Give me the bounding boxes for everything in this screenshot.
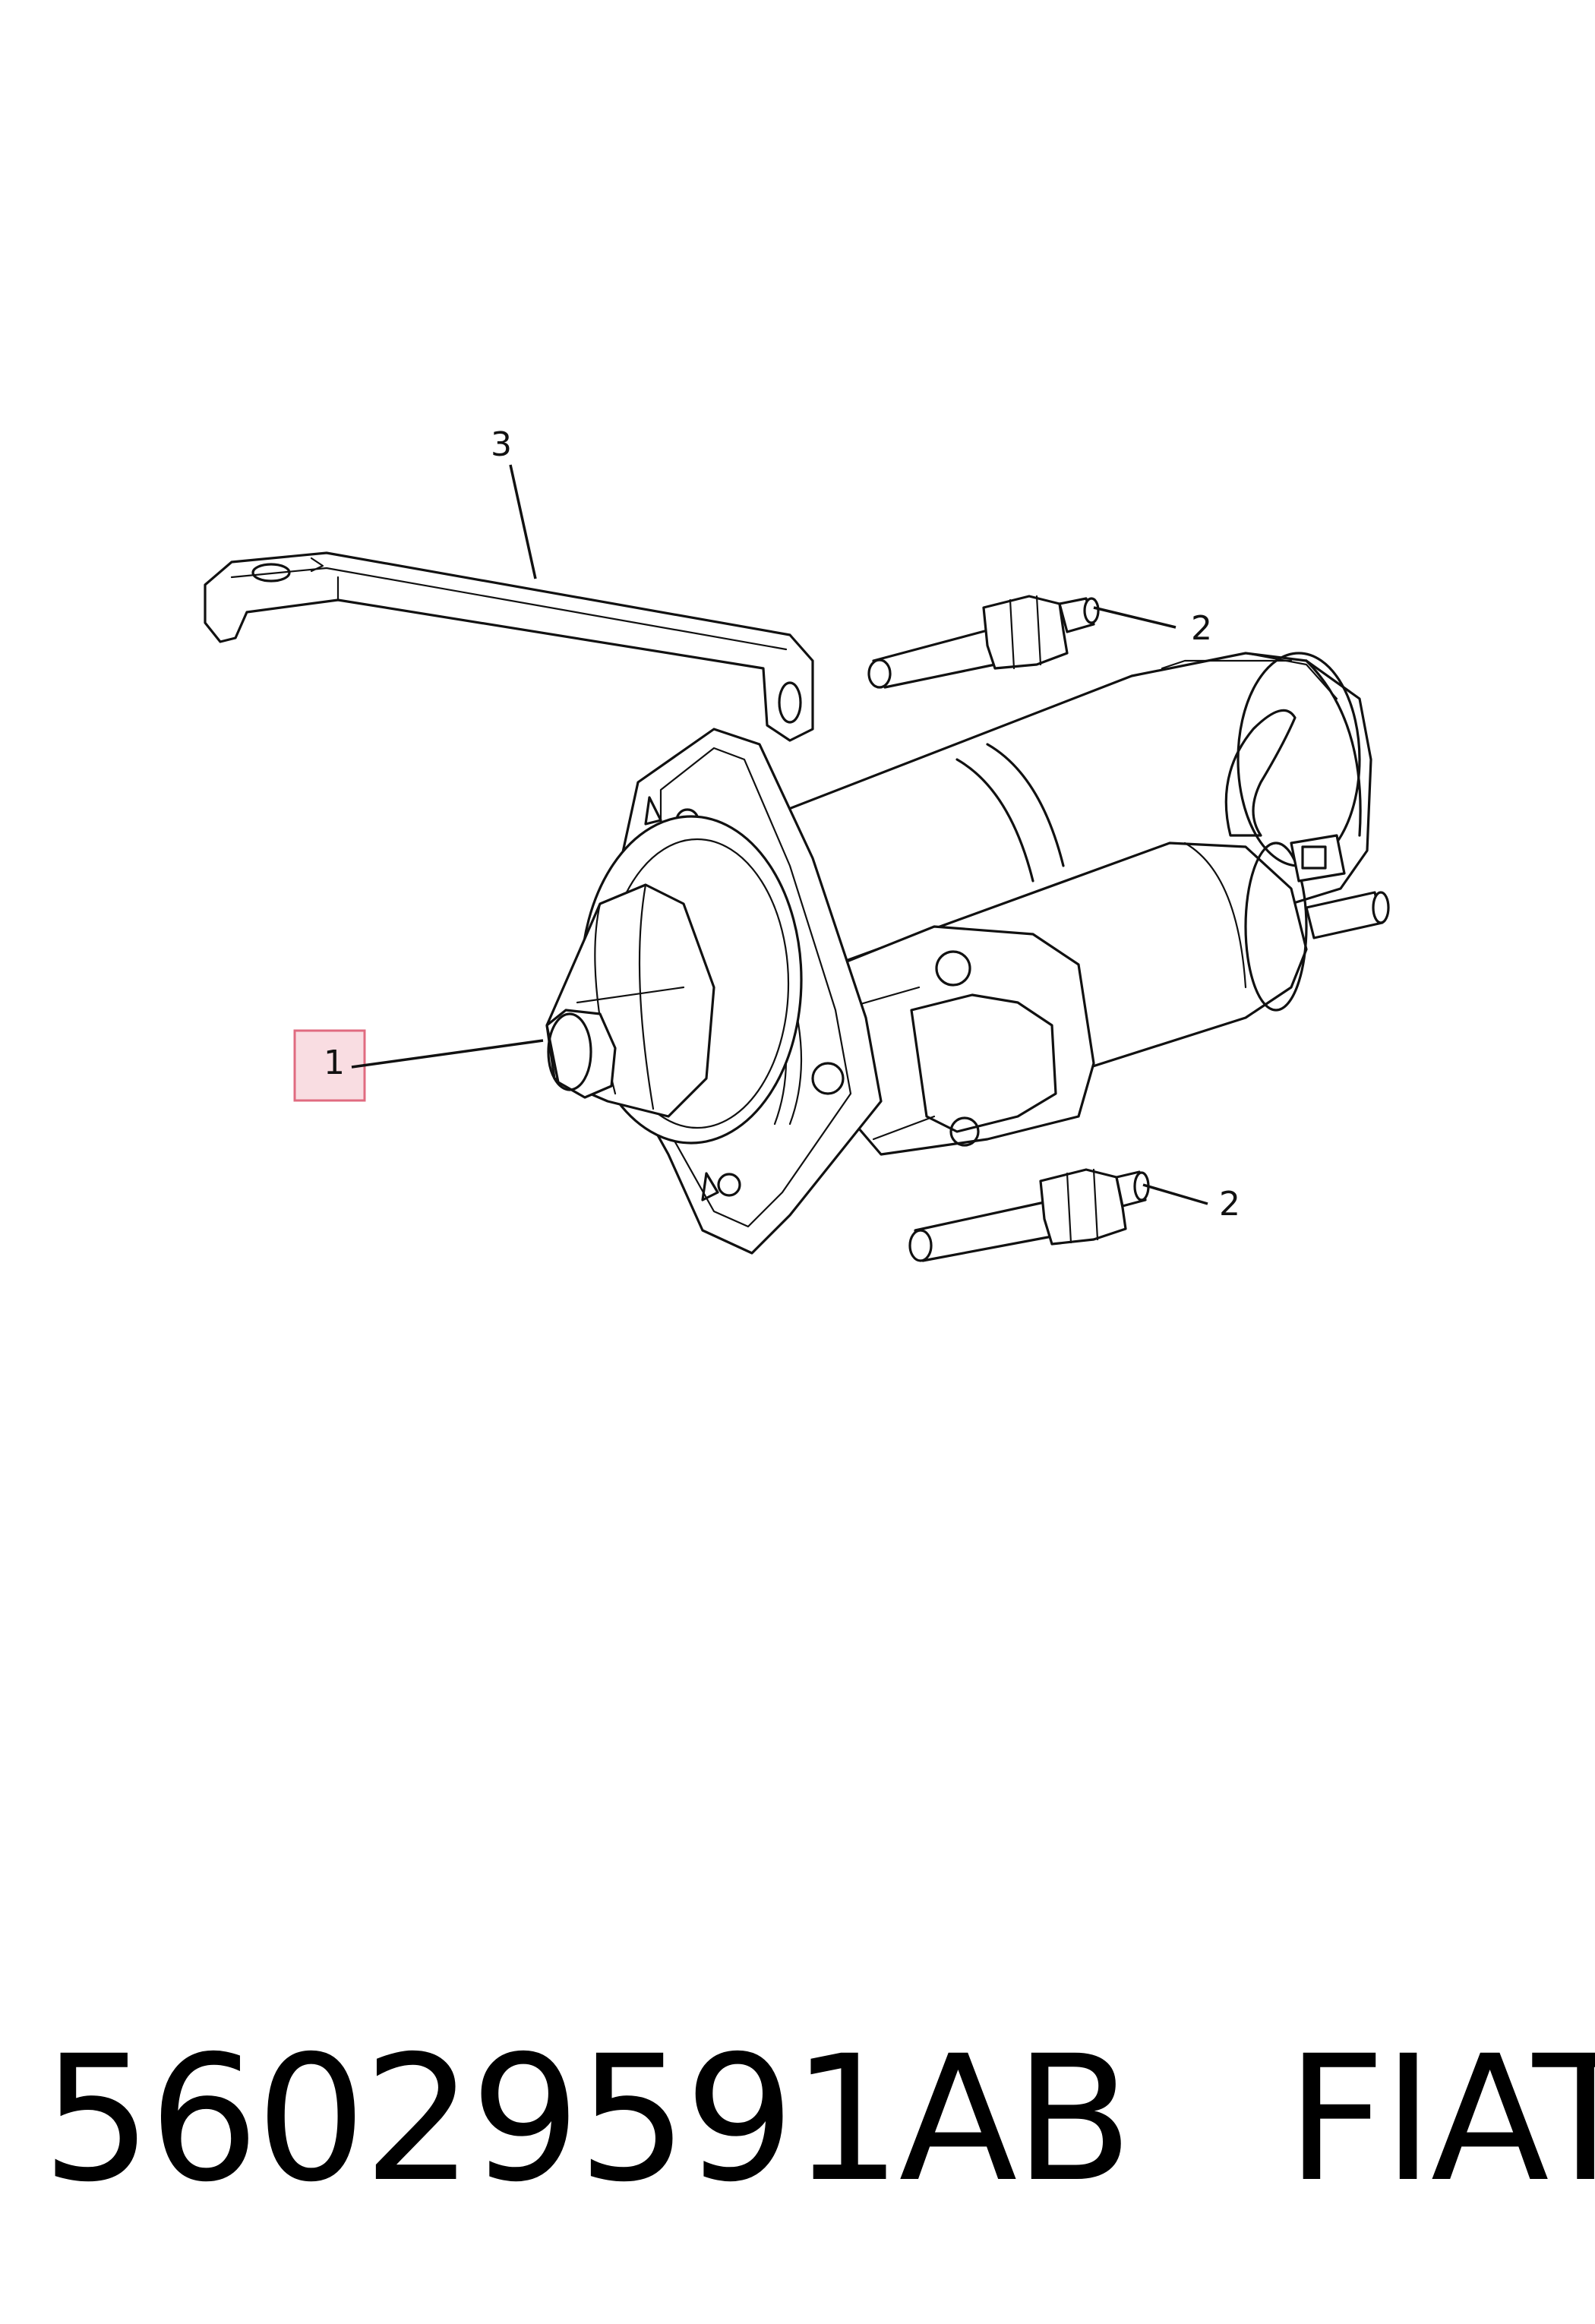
bracket-part[interactable]: [204, 551, 814, 742]
starter-motor-part[interactable]: [545, 652, 1390, 1255]
callout-2-lower-label: 2: [1219, 1185, 1240, 1224]
callout-2-upper-leader: [1093, 606, 1177, 629]
callout-1[interactable]: 1: [293, 1029, 544, 1102]
callout-3[interactable]: 3: [491, 425, 537, 579]
callout-3-label: 3: [491, 425, 512, 464]
callout-3-leader: [509, 464, 537, 579]
part-number-caption: 56029591AB FIAT: [42, 2018, 1595, 2220]
part-number: 56029591AB: [42, 2018, 1133, 2220]
upper-bolt-part[interactable]: [867, 595, 1100, 689]
callout-2-lower-leader: [1142, 1183, 1208, 1205]
callout-2-upper-label: 2: [1191, 609, 1212, 648]
callout-1-leader: [351, 1039, 544, 1069]
brand-name: FIAT: [1286, 2018, 1595, 2220]
callout-2-upper[interactable]: 2: [1093, 606, 1212, 648]
callout-1-highlight-box: [293, 1029, 366, 1102]
callout-2-lower[interactable]: 2: [1142, 1183, 1240, 1224]
lower-bolt-part[interactable]: [908, 1168, 1150, 1262]
callout-1-label: 1: [324, 1044, 345, 1082]
